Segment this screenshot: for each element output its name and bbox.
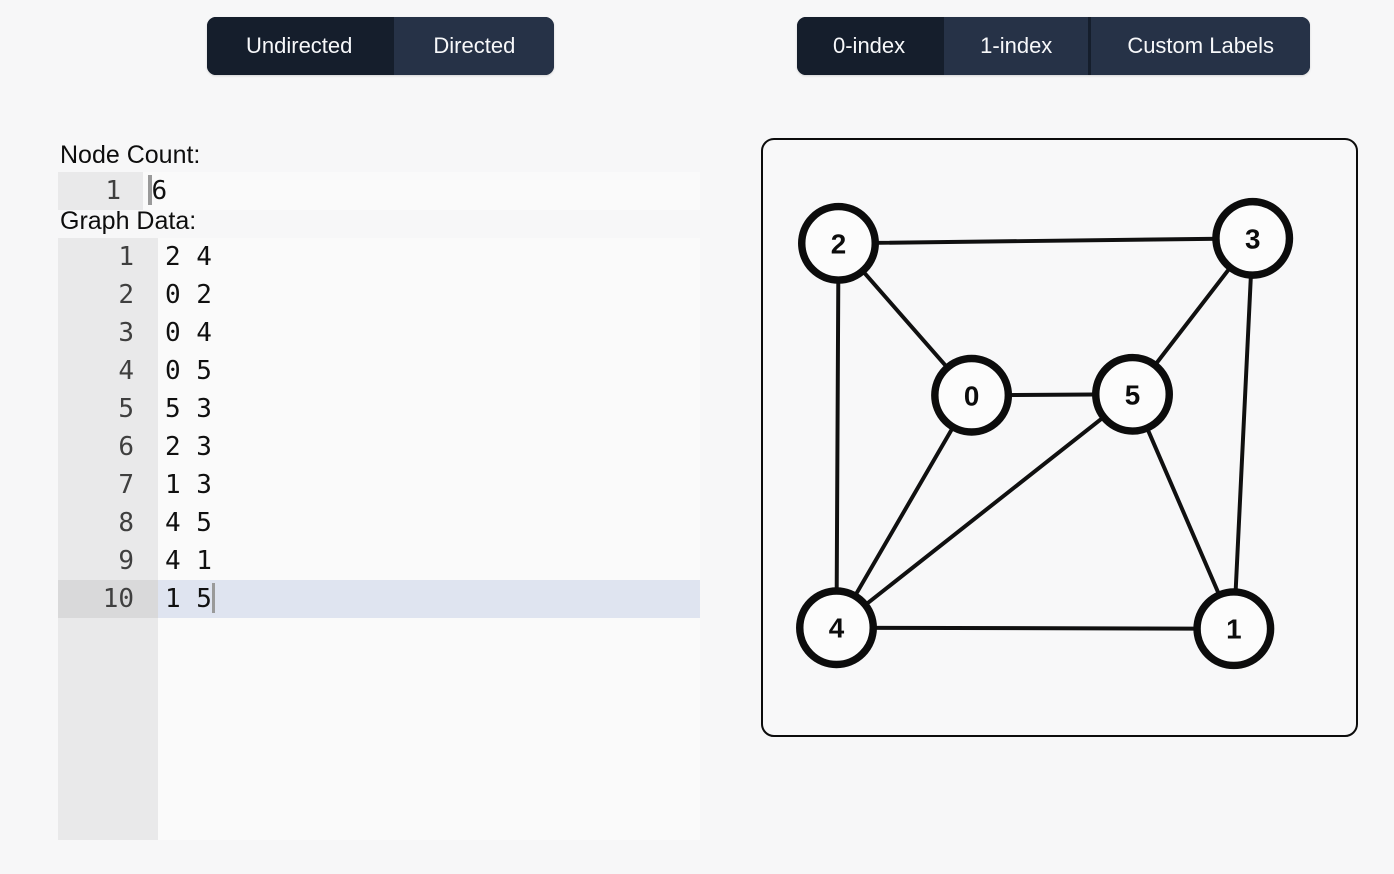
toggle-option-0-index[interactable]: 0-index [797, 17, 942, 75]
graph-node-5[interactable]: 5 [1092, 353, 1173, 435]
graph-node-4[interactable]: 4 [796, 587, 877, 669]
node-count-content-area[interactable] [143, 172, 700, 210]
node-count-label: Node Count: [60, 141, 201, 169]
graph-data-line-number: 4 [118, 356, 134, 386]
toggle-option-undirected[interactable]: Undirected [207, 17, 392, 75]
graph-node-circle-5[interactable] [1092, 353, 1173, 435]
graph-data-line-text[interactable]: 2 4 [165, 242, 212, 272]
graph-node-0[interactable]: 0 [931, 354, 1013, 436]
graph-data-line-number: 10 [58, 580, 158, 618]
toggle-option-custom-labels[interactable]: Custom Labels [1088, 17, 1311, 75]
graph-edge-2-3 [836, 236, 1255, 246]
graph-node-circle-0[interactable] [931, 354, 1013, 436]
graph-node-circle-2[interactable] [798, 202, 879, 284]
graph-data-row-4: 4 0 5 [58, 352, 700, 390]
graph-data-line-number: 2 [118, 280, 134, 310]
graph-data-row-7: 7 1 3 [58, 466, 700, 504]
graph-edge-1-5 [1130, 392, 1236, 631]
graph-data-line-number: 7 [118, 470, 134, 500]
graph-data-row-2: 2 0 2 [58, 276, 700, 314]
graph-data-line-number: 1 [118, 242, 134, 272]
graph-data-line-number: 5 [118, 394, 134, 424]
graph-data-content-area[interactable] [158, 238, 700, 840]
graph-data-line-text[interactable]: 4 5 [165, 508, 212, 538]
graph-edge-0-4 [834, 393, 974, 630]
graph-data-row-9: 9 4 1 [58, 542, 700, 580]
graph-data-row-8: 8 4 5 [58, 504, 700, 542]
graph-data-line-text[interactable]: 0 4 [165, 318, 212, 348]
graph-node-2[interactable]: 2 [798, 202, 879, 284]
graph-data-line-number: 9 [118, 546, 134, 576]
toggle-option-directed[interactable]: Directed [391, 17, 555, 75]
graph-node-circle-3[interactable] [1212, 197, 1294, 279]
graph-edge-1-3 [1231, 236, 1255, 631]
node-count-gutter [58, 172, 143, 210]
node-count-line-number: 1 [105, 176, 121, 206]
graph-data-line-text[interactable]: 1 5 [158, 580, 700, 618]
graph-node-3[interactable]: 3 [1212, 197, 1294, 279]
graph-data-line-text[interactable]: 2 3 [165, 432, 212, 462]
graph-data-row-1: 1 2 4 [58, 238, 700, 276]
graph-data-label: Graph Data: [60, 207, 197, 235]
graph-data-line-text[interactable]: 0 5 [165, 356, 212, 386]
text-cursor [148, 174, 152, 205]
graph-data-gutter [58, 238, 158, 840]
text-cursor [211, 582, 216, 613]
graph-data-row-3: 3 0 4 [58, 314, 700, 352]
graph-data-row-6: 6 2 3 [58, 428, 700, 466]
graph-data-line-text[interactable]: 5 3 [165, 394, 212, 424]
graph-data-line-number: 6 [118, 432, 134, 462]
graph-edge-2-4 [834, 241, 841, 630]
graph-data-line-text[interactable]: 1 3 [165, 470, 212, 500]
graph-data-line-text[interactable]: 0 2 [165, 280, 212, 310]
graph-edge-4-1 [834, 625, 1236, 631]
graph-data-row-5: 5 5 3 [58, 390, 700, 428]
graph-data-line-number: 3 [118, 318, 134, 348]
graph-data-line-text[interactable]: 4 1 [165, 546, 212, 576]
graph-node-circle-4[interactable] [796, 587, 877, 669]
graph-node-circle-1[interactable] [1193, 588, 1275, 670]
graph-canvas-panel[interactable]: 0 1 2 3 4 5 [761, 138, 1358, 737]
toggle-option-1-index[interactable]: 1-index [941, 17, 1089, 75]
graph-edge-4-5 [834, 392, 1135, 630]
node-count-line-text[interactable]: 6 [143, 172, 700, 210]
graph-svg[interactable]: 0 1 2 3 4 5 [763, 140, 1356, 735]
graph-node-1[interactable]: 1 [1193, 588, 1275, 670]
graph-data-line-number: 8 [118, 508, 134, 538]
